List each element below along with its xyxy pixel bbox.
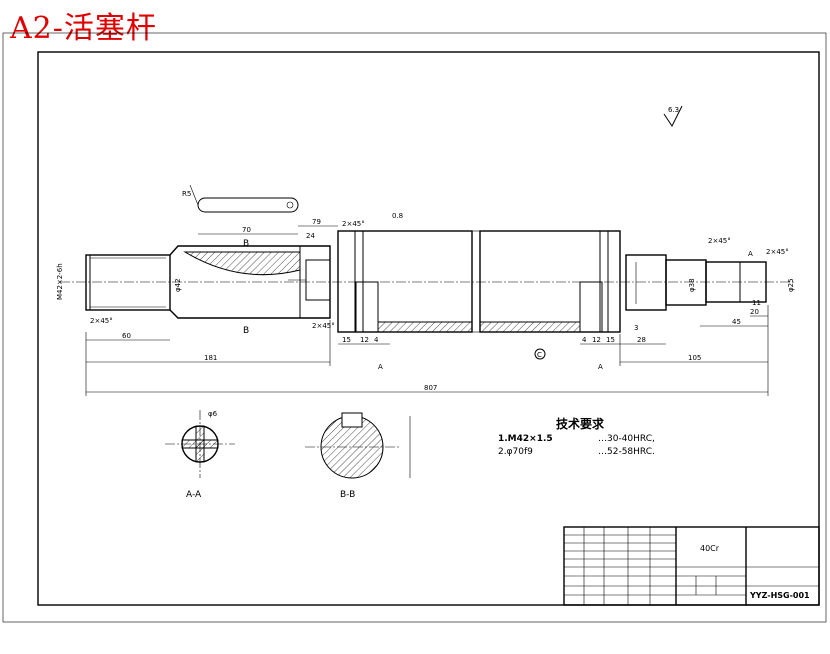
roughness-value: 6.3 [668,106,679,114]
section-b-b: B-B [305,412,411,500]
dimension-lines [85,225,769,396]
title-block: 40Cr YYZ-HSG-001 [563,526,820,606]
dim-2x45d: 2×45° [708,237,731,245]
overlay-title: A2-活塞杆 [10,11,157,46]
view-c-marker: C [537,351,542,359]
dim-phi25: φ25 [787,278,795,292]
dim-12b: 12 [592,336,601,344]
dim-phi42: φ42 [174,278,182,292]
dim-181: 181 [204,354,217,362]
dim-105: 105 [688,354,701,362]
datum-a-left: A [378,363,383,371]
dim-60: 60 [122,332,131,340]
thread-label: M42×2-6h [56,263,64,300]
datum-a-top: A [748,250,753,258]
section-b-b-label: B-B [340,490,355,500]
dim-11: 11 [752,299,761,307]
section-a-a: φ6 A-A [165,410,235,500]
drawing-number-cell: YYZ-HSG-001 [749,591,810,600]
dim-24: 24 [306,232,315,240]
dim-3: 3 [634,324,638,332]
dim-4a: 4 [374,336,379,344]
dim-12a: 12 [360,336,369,344]
tech-line1: 1.M42×1.5 [498,434,553,444]
dim-45: 45 [732,318,741,326]
dim-15a: 15 [342,336,351,344]
roughness-symbol: 6.3 [663,105,683,127]
dim-70: 70 [242,226,251,234]
tech-line2b: …52-58HRC. [598,447,655,457]
dim-20: 20 [750,308,759,316]
section-a-a-label: A-A [186,490,202,500]
main-view [60,184,795,333]
tech-heading: 技术要求 [556,416,605,431]
dim-28: 28 [637,336,646,344]
dim-15b: 15 [606,336,615,344]
dim-4b: 4 [582,336,587,344]
inner-border [37,51,820,606]
dim-2x45e: 2×45° [766,248,789,256]
dim-phi38: φ38 [688,278,696,292]
dim-2x45c: 2×45° [312,322,335,330]
dim-08: 0.8 [392,212,403,220]
tech-line2: 2.φ70f9 [498,447,533,457]
datum-a-right: A [598,363,603,371]
tech-requirements: 技术要求 1.M42×1.5 …30-40HRC, 2.φ70f9 …52-58… [498,416,655,457]
dim-807: 807 [424,384,437,392]
view-b-bottom: B [243,326,249,336]
dim-phi6: φ6 [208,410,218,418]
dim-r5: R5 [182,190,191,198]
dim-2x45a: 2×45° [342,220,365,228]
dim-79: 79 [312,218,321,226]
outer-border [2,32,827,623]
view-b-top: B [243,239,249,249]
dim-2x45b: 2×45° [90,317,113,325]
tech-line1b: …30-40HRC, [598,434,655,444]
material-cell: 40Cr [700,544,720,553]
